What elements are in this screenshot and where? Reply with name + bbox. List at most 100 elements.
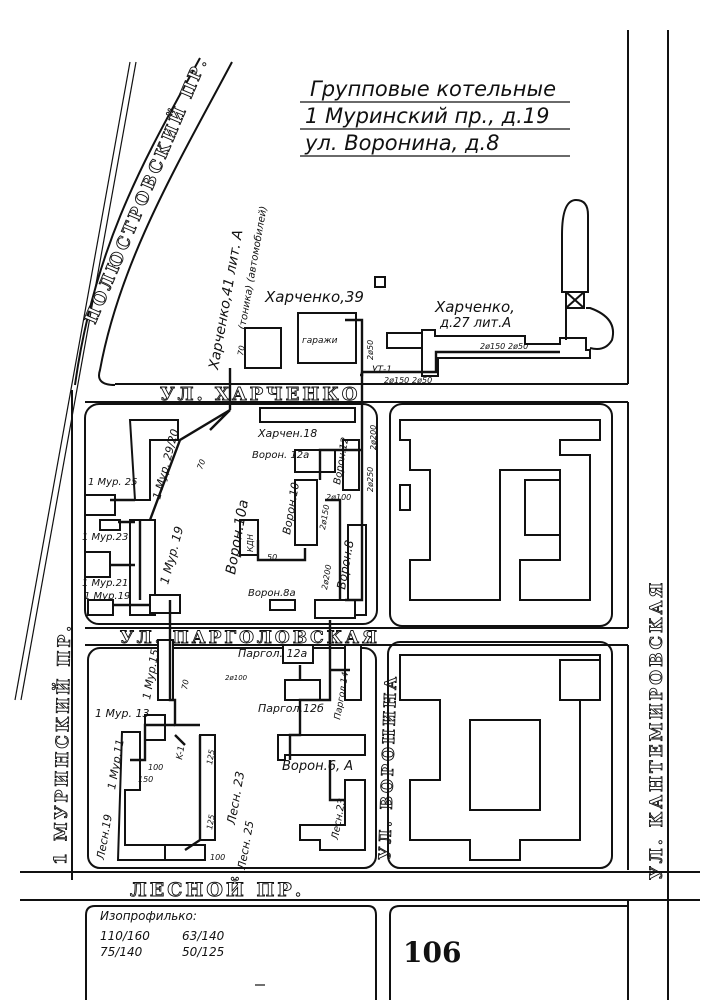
label: д.27 лит.А	[439, 316, 511, 331]
label: КДН	[246, 534, 255, 552]
label: Ворон.6, А	[282, 759, 353, 774]
building	[524, 479, 561, 536]
pipe-label: 2ø200	[369, 425, 378, 450]
pipe-labels: 2ø50 2ø150 2ø50 2ø150 2ø50 70 2ø200 2ø15…	[138, 340, 528, 862]
street-kantemirovskaya: УЛ. КАНТЕМИРОВСКАЯ	[627, 30, 669, 1000]
label: Лесн.19	[94, 813, 115, 861]
pipe-label: 100	[148, 763, 163, 772]
label: (тоника) (автомобилей)	[236, 205, 270, 330]
street-pargolovskaya: УЛ. ПАРГОЛОВСКАЯ	[85, 627, 628, 648]
street-label-kharchenko: УЛ. ХАРЧЕНКО	[160, 384, 360, 405]
building	[164, 844, 206, 861]
pipe-label: 2ø250	[366, 467, 375, 492]
building-voron-10	[294, 479, 318, 546]
building	[399, 419, 601, 601]
map-title: Групповые котельные 1 Муринский пр., д.1…	[300, 77, 570, 157]
street-label-pargolovskaya: УЛ. ПАРГОЛОВСКАЯ	[120, 628, 380, 648]
title-line-1: Групповые котельные	[310, 77, 556, 101]
building	[559, 659, 601, 701]
building-mur-11	[116, 731, 166, 861]
label: 1 Мур.19	[84, 591, 130, 602]
building-kdn	[239, 519, 259, 556]
building	[565, 307, 614, 350]
pipe-label: 70	[195, 458, 207, 471]
building-mur-23	[99, 519, 121, 531]
legend-box: Изопрофилько: 110/160 63/140 75/140 50/1…	[85, 905, 377, 1000]
pipe-label: 2ø150	[480, 342, 505, 351]
title-line-2: 1 Муринский пр., д.19	[305, 104, 550, 128]
label: Ворон. 12а	[252, 450, 309, 461]
pipe-label: 2ø50	[508, 342, 528, 351]
block-bottom-left	[87, 647, 377, 869]
label: 1 Мур. 25	[88, 477, 138, 488]
building-voron-6	[277, 734, 366, 761]
building-mur-25	[84, 494, 116, 516]
building-voron-8a	[269, 599, 296, 611]
street-label-polyustrovsky: ПОЛЮСТРОВСКИЙ ПР.	[79, 53, 212, 327]
building-garages	[297, 312, 357, 364]
railway-line	[14, 61, 137, 701]
legend-value: 110/160	[100, 929, 150, 943]
street-murinsky: 1 МУРИНСКИЙ ПР.	[49, 390, 76, 880]
building	[565, 291, 585, 309]
pipe-label: 100	[210, 853, 225, 862]
building	[386, 332, 423, 349]
building-lesn-23-r	[299, 779, 366, 851]
street-kharchenko: УЛ. ХАРЧЕНКО	[85, 383, 628, 405]
building-boiler-voron-8	[314, 599, 356, 619]
label: Харченко,	[434, 298, 515, 316]
pipe-label: 2ø50	[412, 376, 432, 385]
pipe-label: 2ø50	[366, 340, 375, 360]
label: Лесн. 23	[224, 770, 247, 826]
legend-value: 50/125	[182, 945, 224, 959]
pipe-label: 125	[205, 814, 217, 831]
label: 1 Мур. 19	[157, 525, 186, 586]
building-voron-12a	[294, 449, 336, 473]
legend-value: 63/140	[182, 929, 225, 943]
building-mur-21	[84, 551, 111, 578]
building-voron-12	[342, 439, 360, 491]
street-label-murinsky: 1 МУРИНСКИЙ ПР.	[49, 623, 75, 865]
title-line-3: ул. Воронина, д.8	[304, 131, 500, 155]
building	[399, 484, 411, 511]
building-kharchenko-41	[244, 327, 282, 369]
page-number: 106	[403, 936, 461, 969]
legend-heading: Изопрофилько:	[100, 909, 197, 923]
building-boiler-mur-19	[149, 594, 181, 614]
block-top-right	[389, 403, 613, 627]
building-pargol-14	[344, 644, 362, 701]
page-number-box: 106	[389, 905, 628, 1000]
street-lesnoy: ЛЕСНОЙ ПР.	[20, 871, 700, 901]
pipe-label: 150	[138, 775, 153, 784]
label: Харчен.18	[257, 427, 317, 440]
pipe-label: 125	[205, 749, 217, 766]
label: Харченко,39	[264, 288, 364, 306]
label: Ворон.8а	[248, 588, 296, 599]
heating-pipes	[110, 318, 560, 851]
label: УТ-1	[372, 365, 392, 375]
building-label: гаражи	[302, 336, 338, 346]
street-label-kantemirovskaya: УЛ. КАНТЕМИРОВСКАЯ	[647, 580, 667, 880]
building-pargol-12b	[284, 679, 321, 701]
building-kharchenko-18	[259, 407, 356, 423]
label: Паргол.12б	[258, 702, 324, 715]
street-label-lesnoy: ЛЕСНОЙ ПР.	[130, 877, 304, 901]
label: 1 Мур. 13	[95, 707, 149, 720]
building	[469, 719, 541, 811]
building-mur-19-1	[87, 599, 114, 616]
block-bottom-right	[387, 641, 613, 869]
building-tower	[561, 198, 589, 293]
building-pargol-12a	[282, 644, 314, 664]
building-small	[374, 276, 386, 288]
pipe-label: 2ø200	[320, 564, 333, 590]
pipe-label: 2ø100	[225, 674, 248, 682]
label: Лесн. 25	[235, 820, 257, 872]
pipe-label: 50	[267, 553, 277, 562]
label: 1 Мур.21	[82, 578, 128, 589]
label: 1 Мур.23	[82, 532, 128, 543]
pipe-label: 70	[236, 345, 247, 357]
pipe-label: 2ø150	[318, 504, 331, 530]
pipe-label: 70	[180, 679, 191, 691]
pipe-label: 2ø100	[326, 493, 351, 502]
